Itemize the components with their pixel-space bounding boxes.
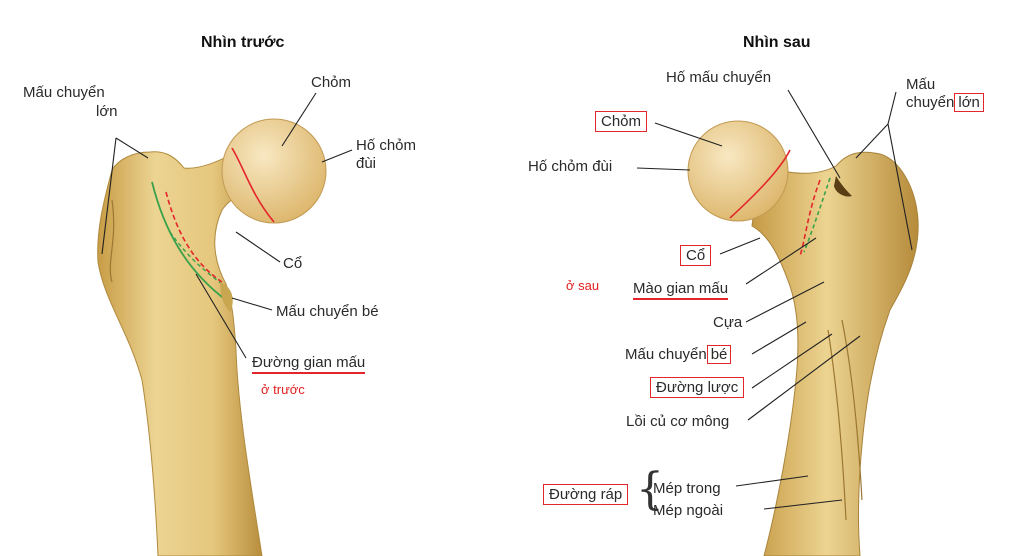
anterior-intertrochanteric-line-label-wrap: Đường gian mấu: [252, 354, 366, 374]
anterior-neck-line: [231, 147, 275, 223]
posterior-head-label: Chỏm: [595, 111, 648, 132]
anterior-fovea-label-1: Hố chỏm: [356, 137, 417, 154]
anterior-leaders: [101, 92, 353, 359]
posterior-leaders: [636, 89, 913, 510]
anterior-capsule-line: [151, 181, 227, 301]
posterior-fovea-label: Hố chỏm đùi: [528, 158, 613, 175]
posterior-pectineal-line-label: Đường lược: [650, 377, 745, 398]
anterior-title: Nhìn trước: [201, 34, 285, 51]
posterior-linea-aspera: [827, 319, 863, 521]
posterior-medial-lip-label: Mép trong: [653, 480, 721, 497]
anterior-note: ở trước: [261, 382, 305, 397]
anterior-ridge: [109, 199, 115, 283]
posterior-lesser-trochanter-label-b: bé: [706, 345, 732, 364]
anterior-lesser-trochanter: [220, 282, 233, 312]
posterior-intertrochanteric-crest-wrap: Mào gian mấu: [633, 280, 729, 300]
posterior-crest-dashed: [799, 179, 821, 257]
posterior-femur: [687, 120, 919, 556]
posterior-intertrochanteric-crest-label: Mào gian mấu: [633, 280, 729, 300]
anterior-lesser-trochanter-label: Mấu chuyển bé: [276, 303, 379, 320]
anterior-head: [221, 118, 327, 224]
posterior-neck-label: Cổ: [680, 245, 712, 266]
posterior-brace-icon: {: [636, 464, 664, 515]
posterior-lesser-trochanter-label-a: Mấu chuyển: [625, 346, 707, 363]
anterior-intertrochanteric-dashed: [165, 191, 223, 283]
posterior-linea-aspera-label: Đường ráp: [543, 484, 629, 505]
anterior-capsule-dashed: [169, 231, 231, 291]
anterior-greater-trochanter-label-2: lớn: [96, 103, 118, 120]
posterior-lateral-lip-label: Mép ngoài: [653, 502, 724, 519]
posterior-trochanteric-fossa-label: Hố mấu chuyển: [666, 69, 772, 86]
posterior-head: [687, 120, 789, 222]
anterior-fovea-label-2: đùi: [356, 155, 377, 172]
posterior-capsule-dashed: [803, 177, 831, 253]
posterior-title: Nhìn sau: [743, 34, 811, 51]
posterior-greater-trochanter-label-1: Mấu: [906, 76, 936, 93]
anterior-intertrochanteric-line-label: Đường gian mấu: [252, 354, 366, 374]
posterior-neck-line: [729, 149, 791, 219]
anterior-femur: [97, 118, 327, 556]
posterior-note: ở sau: [566, 278, 600, 293]
anterior-neck-label: Cổ: [283, 255, 303, 272]
anterior-head-label: Chỏm: [311, 74, 352, 91]
posterior-quadrate-tubercle-label: Cựa: [713, 314, 743, 331]
posterior-greater-trochanter-label-2b: lớn: [954, 93, 984, 112]
posterior-gluteal-tuberosity-label: Lồi củ cơ mông: [626, 413, 730, 430]
anterior-greater-trochanter-label-1: Mấu chuyển: [23, 84, 105, 101]
anterior-shaft: [97, 149, 263, 556]
posterior-trochanteric-fossa: [834, 176, 852, 197]
posterior-greater-trochanter-label-2a: chuyển: [906, 94, 955, 111]
